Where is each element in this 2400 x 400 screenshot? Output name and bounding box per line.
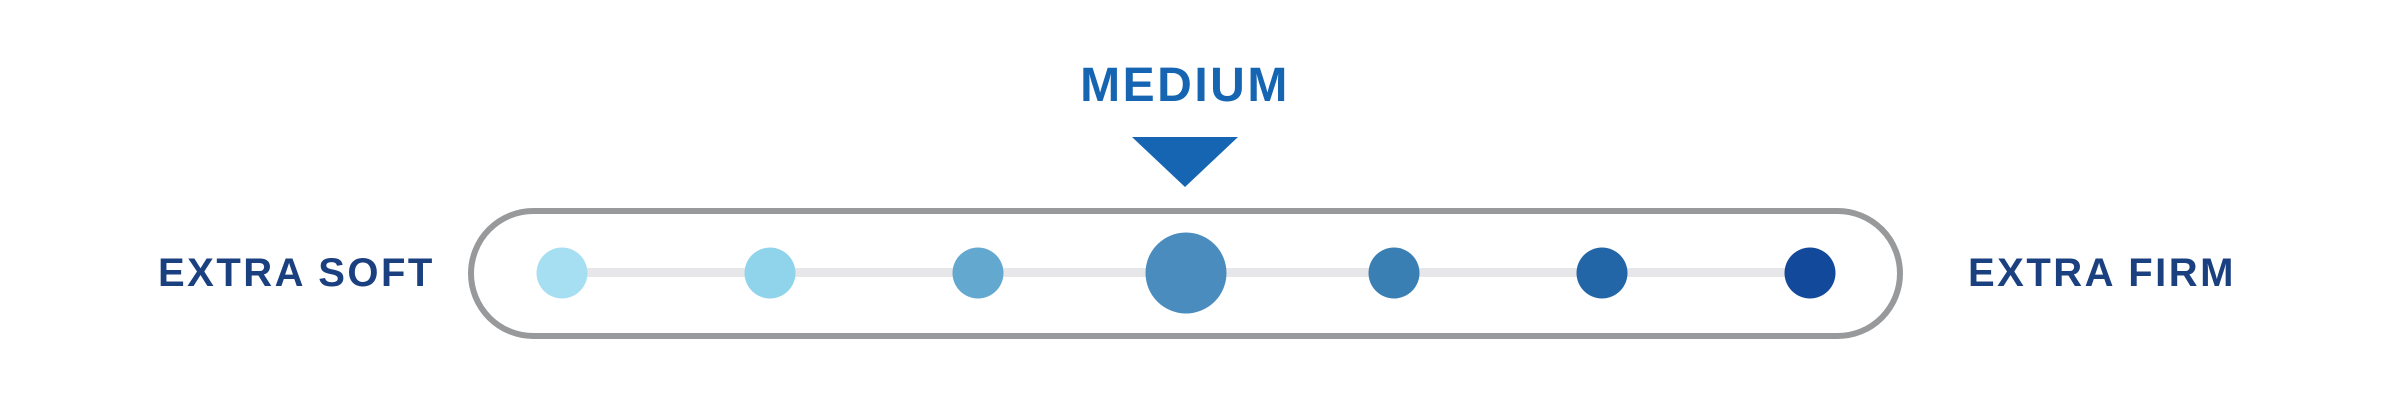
firmness-dot-3 <box>952 247 1004 298</box>
firmness-dot-1 <box>536 247 588 298</box>
firmness-dot-4-selected <box>1145 232 1227 313</box>
firmness-scale-capsule <box>468 208 1903 339</box>
pointer-triangle-icon <box>1132 137 1238 187</box>
selected-firmness-label: MEDIUM <box>1080 59 1290 112</box>
firmness-dot-2 <box>744 247 796 298</box>
scale-min-label: EXTRA SOFT <box>158 251 435 295</box>
firmness-dot-6 <box>1576 247 1628 298</box>
firmness-dot-7 <box>1784 247 1836 298</box>
firmness-dot-5 <box>1368 247 1420 298</box>
scale-max-label: EXTRA FIRM <box>1968 251 2236 295</box>
